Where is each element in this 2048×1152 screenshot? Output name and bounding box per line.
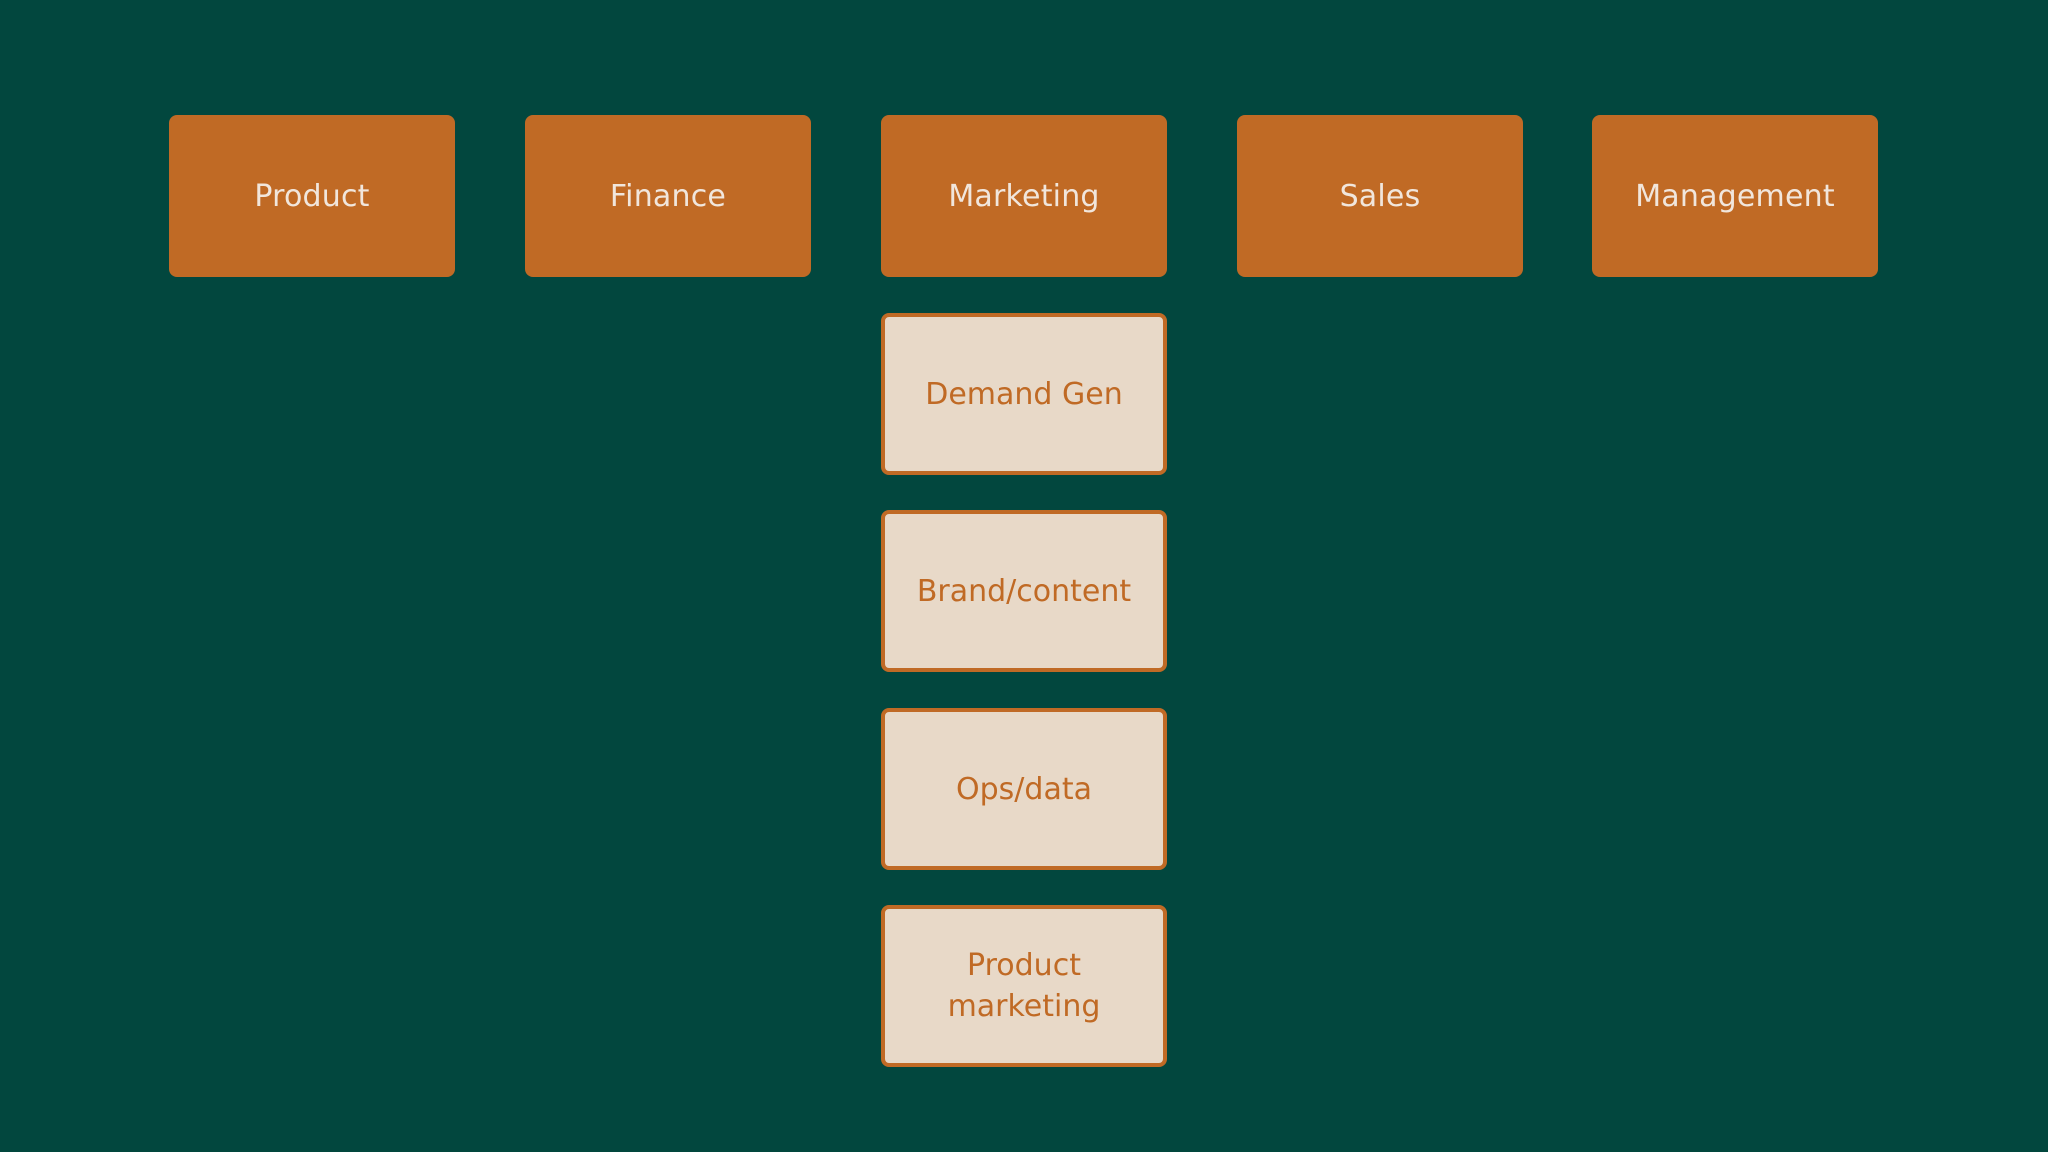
subteam-box-demand-gen: Demand Gen: [881, 313, 1167, 475]
department-label: Product: [254, 178, 370, 214]
department-label: Sales: [1339, 178, 1421, 214]
subteam-label: Ops/data: [956, 771, 1092, 807]
subteam-box-brand-content: Brand/content: [881, 510, 1167, 672]
department-box-marketing: Marketing: [881, 115, 1167, 277]
subteam-label: Product marketing: [947, 948, 1101, 1024]
department-box-product: Product: [169, 115, 455, 277]
department-box-sales: Sales: [1237, 115, 1523, 277]
subteam-label: Demand Gen: [925, 376, 1123, 412]
department-label: Management: [1635, 178, 1835, 214]
department-box-management: Management: [1592, 115, 1878, 277]
subteam-label: Brand/content: [916, 573, 1132, 609]
department-box-finance: Finance: [525, 115, 811, 277]
department-label: Marketing: [948, 178, 1100, 214]
department-label: Finance: [609, 178, 727, 214]
subteam-box-ops-data: Ops/data: [881, 708, 1167, 870]
subteam-box-product-marketing: Product marketing: [881, 905, 1167, 1067]
